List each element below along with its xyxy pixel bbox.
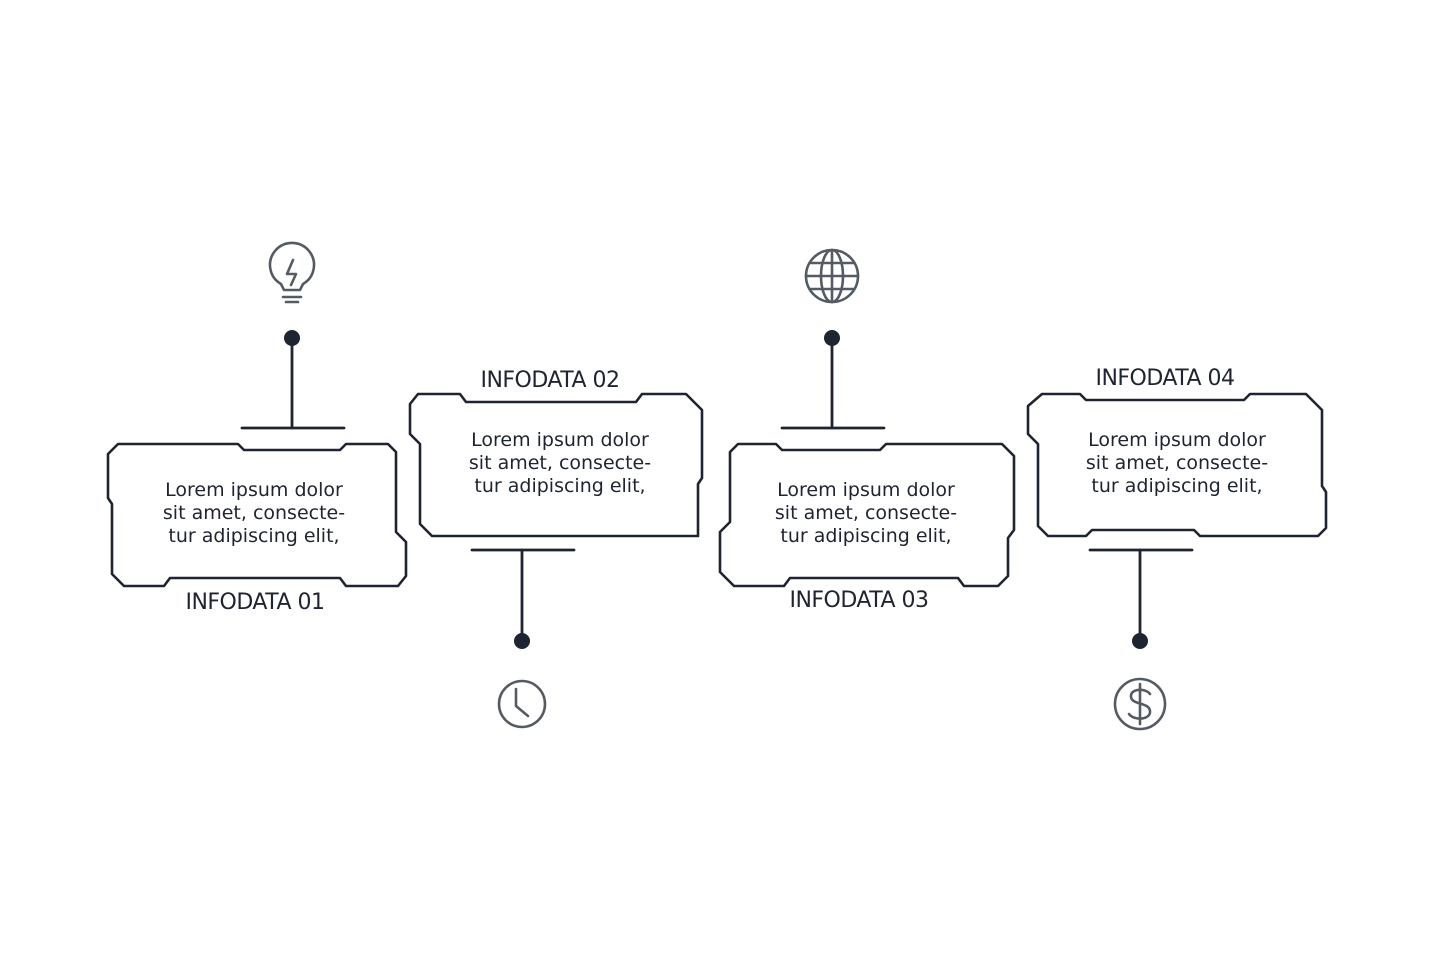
step-3-line-2: sit amet, consecte- <box>775 502 957 524</box>
dollar-icon <box>1113 677 1167 731</box>
step-3-line-3: tur adipiscing elit, <box>780 525 951 547</box>
step-4-line-3: tur adipiscing elit, <box>1091 475 1262 497</box>
connector-3 <box>780 330 886 430</box>
step-1-line-1: Lorem ipsum dolor <box>165 479 343 501</box>
step-1-body: Lorem ipsum dolor sit amet, consecte- tu… <box>163 479 345 547</box>
connector-4 <box>1088 548 1194 649</box>
globe-icon <box>804 248 860 304</box>
step-1-line-2: sit amet, consecte- <box>163 502 345 524</box>
step-1-line-3: tur adipiscing elit, <box>168 525 339 547</box>
step-3-body: Lorem ipsum dolor sit amet, consecte- tu… <box>775 479 957 547</box>
step-3-frame <box>718 442 1016 588</box>
step-1-frame <box>106 442 408 588</box>
step-2-label: INFODATA 02 <box>480 368 619 393</box>
step-2-line-2: sit amet, consecte- <box>469 452 651 474</box>
connector-2 <box>470 548 576 649</box>
step-4-line-1: Lorem ipsum dolor <box>1088 429 1266 451</box>
lightbulb-icon <box>268 241 316 304</box>
step-3-line-1: Lorem ipsum dolor <box>777 479 955 501</box>
step-4-frame <box>1026 392 1328 538</box>
connector-1 <box>240 330 346 430</box>
step-2-frame <box>408 392 704 538</box>
step-3: Lorem ipsum dolor sit amet, consecte- tu… <box>718 248 1016 613</box>
step-1: Lorem ipsum dolor sit amet, consecte- tu… <box>106 241 408 615</box>
step-4: INFODATA 04 Lorem ipsum dolor sit amet, … <box>1026 366 1328 731</box>
step-2-body: Lorem ipsum dolor sit amet, consecte- tu… <box>469 429 651 497</box>
step-2-line-1: Lorem ipsum dolor <box>471 429 649 451</box>
step-4-body: Lorem ipsum dolor sit amet, consecte- tu… <box>1086 429 1268 497</box>
step-3-label: INFODATA 03 <box>789 588 928 613</box>
step-2-line-3: tur adipiscing elit, <box>474 475 645 497</box>
step-1-label: INFODATA 01 <box>185 590 324 615</box>
step-2: INFODATA 02 Lorem ipsum dolor sit amet, … <box>408 368 704 729</box>
step-4-line-2: sit amet, consecte- <box>1086 452 1268 474</box>
clock-icon <box>497 679 547 729</box>
step-4-label: INFODATA 04 <box>1095 366 1234 391</box>
